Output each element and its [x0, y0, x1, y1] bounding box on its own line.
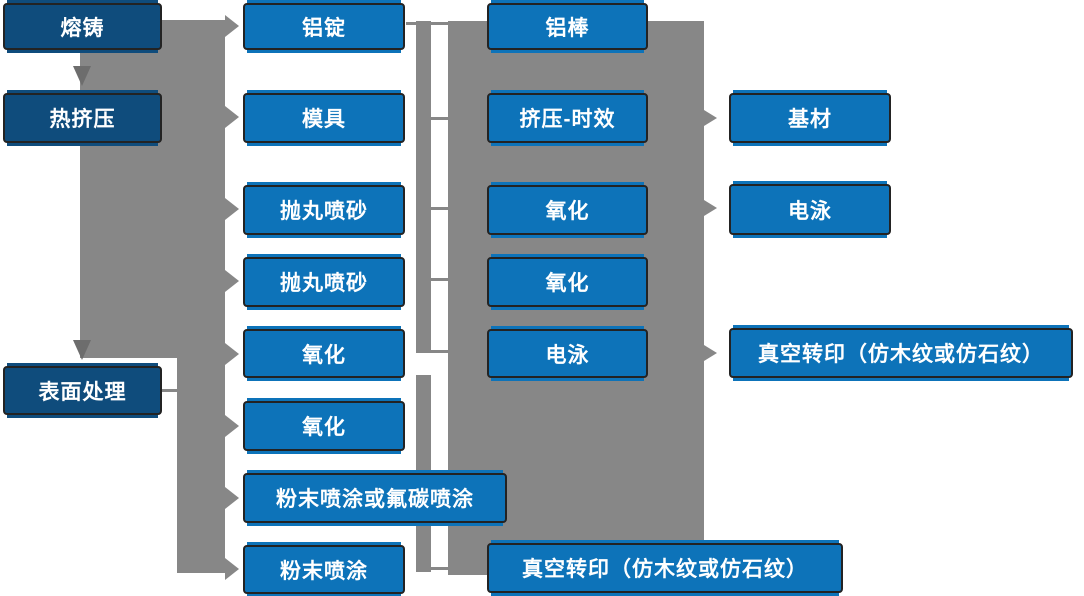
arrow-to-muju [225, 106, 239, 128]
band-col1-upper [80, 20, 225, 358]
line-bar-to-panel-row2 [430, 117, 449, 120]
flow-node-yanghua1: 氧化 [243, 329, 405, 378]
line-lvding-to-bar [406, 22, 449, 25]
flow-node-fenmo_or_futan: 粉末喷涂或氟碳喷涂 [243, 473, 507, 523]
arrow-to-rejiya [73, 66, 91, 86]
arrow-to-fenmo-futan [225, 487, 239, 509]
line-biaomianchuli-to-band [162, 389, 178, 392]
flow-node-jicai: 基材 [729, 93, 891, 143]
bar-mid-upper [416, 21, 431, 353]
flow-node-yanghua3: 氧化 [487, 185, 648, 235]
band-col1-lower [177, 358, 225, 573]
arrow-to-lvding [225, 15, 239, 37]
line-bar-to-panel-row8 [430, 567, 449, 570]
arrow-to-jicai [704, 110, 717, 126]
flow-node-zhenkong1: 真空转印（仿木纹或仿石纹） [487, 543, 843, 593]
arrow-to-dianyong2 [704, 200, 717, 216]
flow-node-lvding: 铝锭 [243, 3, 405, 50]
arrow-to-yanghua2 [225, 415, 239, 437]
line-bar-to-panel-row3 [430, 207, 449, 210]
arrow-to-zhenkong2-tail [698, 352, 706, 355]
flow-node-zhenkong2: 真空转印（仿木纹或仿石纹） [729, 328, 1073, 378]
arrow-to-paowan1 [225, 198, 239, 220]
flow-node-dianyong2: 电泳 [729, 184, 891, 235]
flow-node-yanghua2: 氧化 [243, 401, 405, 451]
line-bar-to-panel-row4 [430, 278, 449, 281]
arrow-to-fenmo [225, 558, 239, 580]
arrow-to-dianyong2-tail [698, 207, 706, 210]
flow-node-jiya_shixiao: 挤压-时效 [487, 93, 648, 143]
flow-node-muju: 模具 [243, 93, 405, 143]
flow-node-fenmo: 粉末喷涂 [243, 545, 405, 594]
flow-node-biaomianchuli: 表面处理 [3, 366, 162, 415]
flow-node-lvbang: 铝棒 [487, 3, 648, 50]
flow-node-dianyong1: 电泳 [487, 329, 648, 378]
arrow-to-zhenkong2 [704, 345, 717, 361]
flow-node-paowan2: 抛丸喷砂 [243, 257, 405, 307]
flow-node-rejiya: 热挤压 [3, 93, 162, 143]
flow-node-rongzhu: 熔铸 [3, 3, 162, 50]
arrow-to-biaomianchuli [73, 340, 91, 360]
line-bar-to-panel-row5 [430, 350, 449, 353]
arrow-to-yanghua1 [225, 343, 239, 365]
arrow-to-jicai-tail [698, 117, 706, 120]
arrow-to-paowan2 [225, 270, 239, 292]
flow-node-paowan1: 抛丸喷砂 [243, 185, 405, 235]
flow-node-yanghua4: 氧化 [487, 257, 648, 307]
